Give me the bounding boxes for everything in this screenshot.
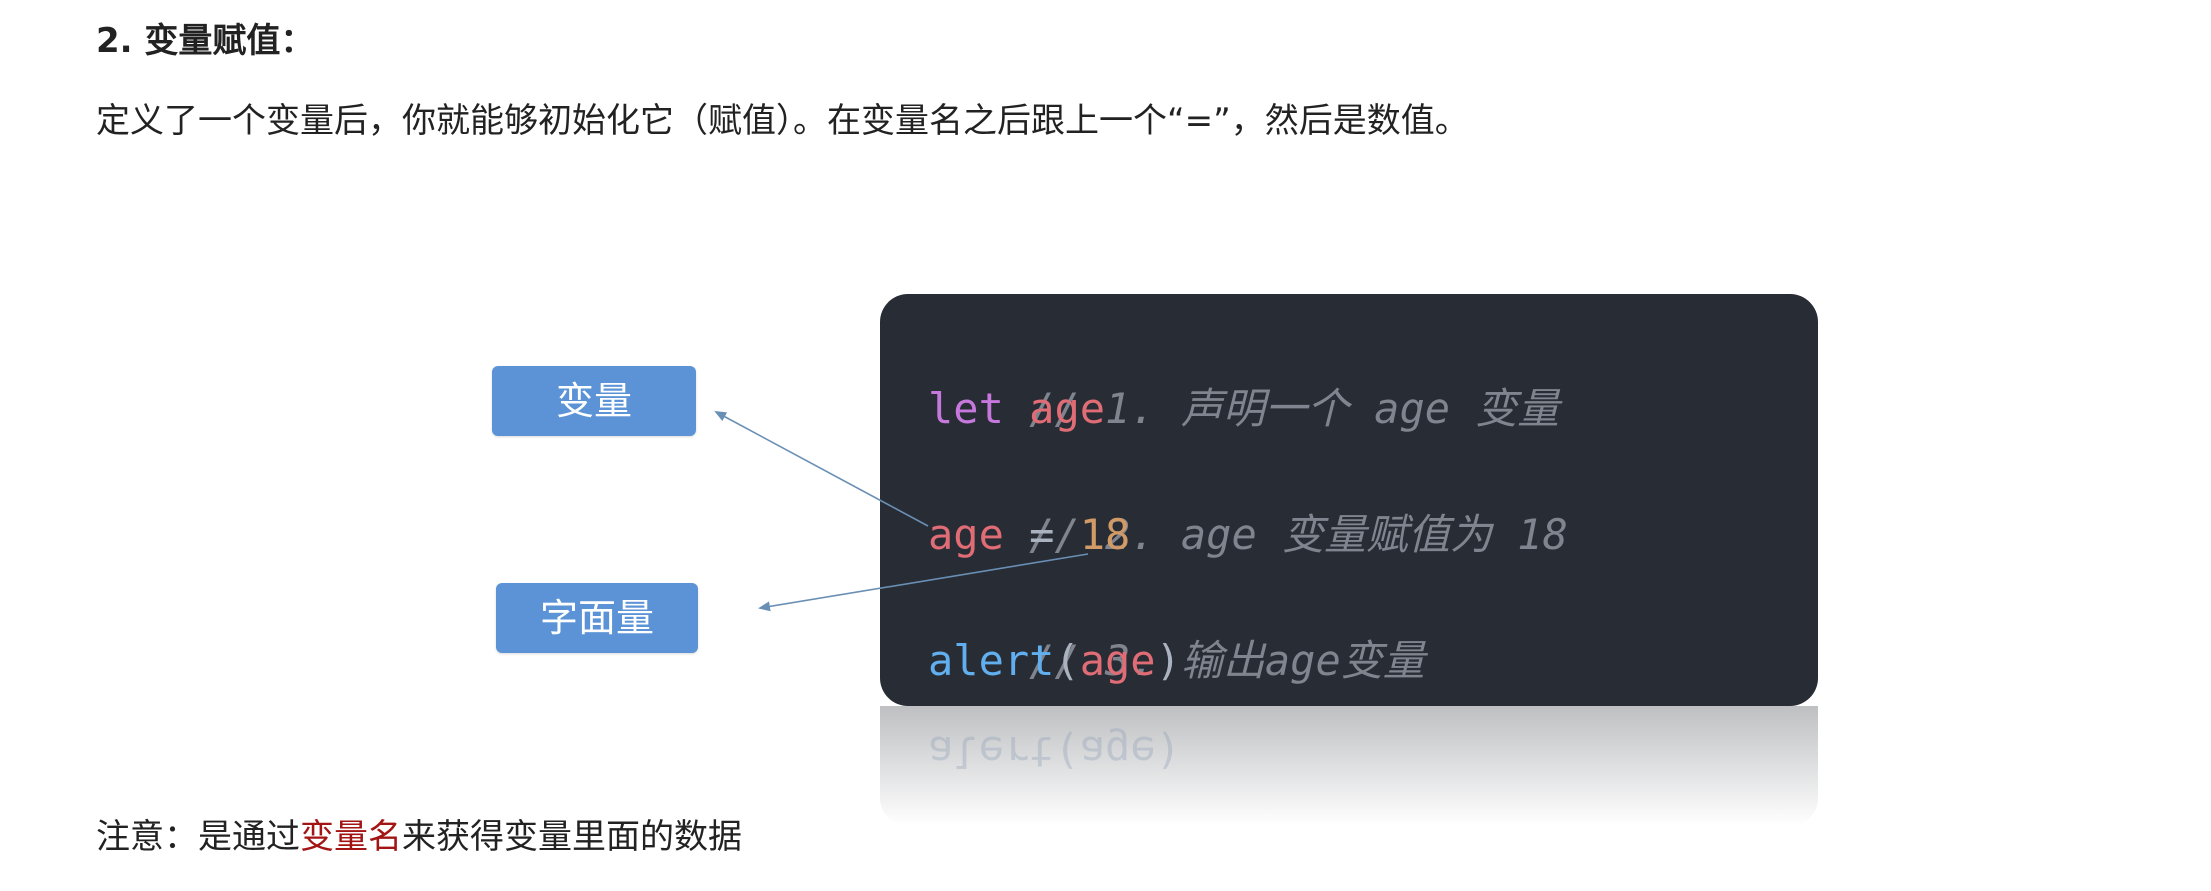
reflection-text: alert(age) <box>928 727 1181 776</box>
section-heading: 2. 变量赋值： <box>96 21 315 61</box>
code-line-2: let age <box>928 377 1818 440</box>
note-paragraph: 注意：是通过变量名来获得变量里面的数据 <box>96 812 742 862</box>
code-comment: // 3. 输出age变量 <box>1029 636 1425 685</box>
code-space <box>1004 384 1029 433</box>
literal-label-box: 字面量 <box>496 583 698 653</box>
code-paren-open: ( <box>1054 636 1080 685</box>
note-prefix: 注意：是通过 <box>96 817 300 857</box>
code-variable-age: age <box>1079 636 1156 685</box>
code-line-5: // 3. 输出age变量 <box>928 566 1818 685</box>
code-number-literal: 18 <box>1079 510 1131 559</box>
code-line-6: alert(age) <box>928 629 1818 692</box>
note-suffix: 来获得变量里面的数据 <box>402 817 742 857</box>
code-block-reflection: alert(age) <box>880 706 1818 826</box>
note-highlight: 变量名 <box>300 817 402 857</box>
code-line-1: // 1. 声明一个 age 变量 <box>928 314 1818 433</box>
code-line-3: // 2. age 变量赋值为 18 <box>928 440 1818 559</box>
reflection-gradient <box>880 706 1818 826</box>
code-line-4: age = 18 <box>928 503 1818 566</box>
code-paren-close: ) <box>1155 636 1181 685</box>
code-variable-age: age <box>1029 384 1106 433</box>
code-variable-age: age <box>928 510 1004 559</box>
code-comment: // 1. 声明一个 age 变量 <box>1029 384 1560 433</box>
code-assign-operator: = <box>1003 510 1080 559</box>
code-comment: // 2. age 变量赋值为 18 <box>1029 510 1568 559</box>
code-keyword-let: let <box>928 384 1004 433</box>
intro-paragraph: 定义了一个变量后，你就能够初始化它（赋值）。在变量名之后跟上一个“=”，然后是数… <box>96 101 1469 141</box>
code-block: // 1. 声明一个 age 变量 let age // 2. age 变量赋值… <box>880 294 1818 706</box>
variable-label-box: 变量 <box>492 366 696 436</box>
code-function-alert: alert <box>928 636 1055 685</box>
